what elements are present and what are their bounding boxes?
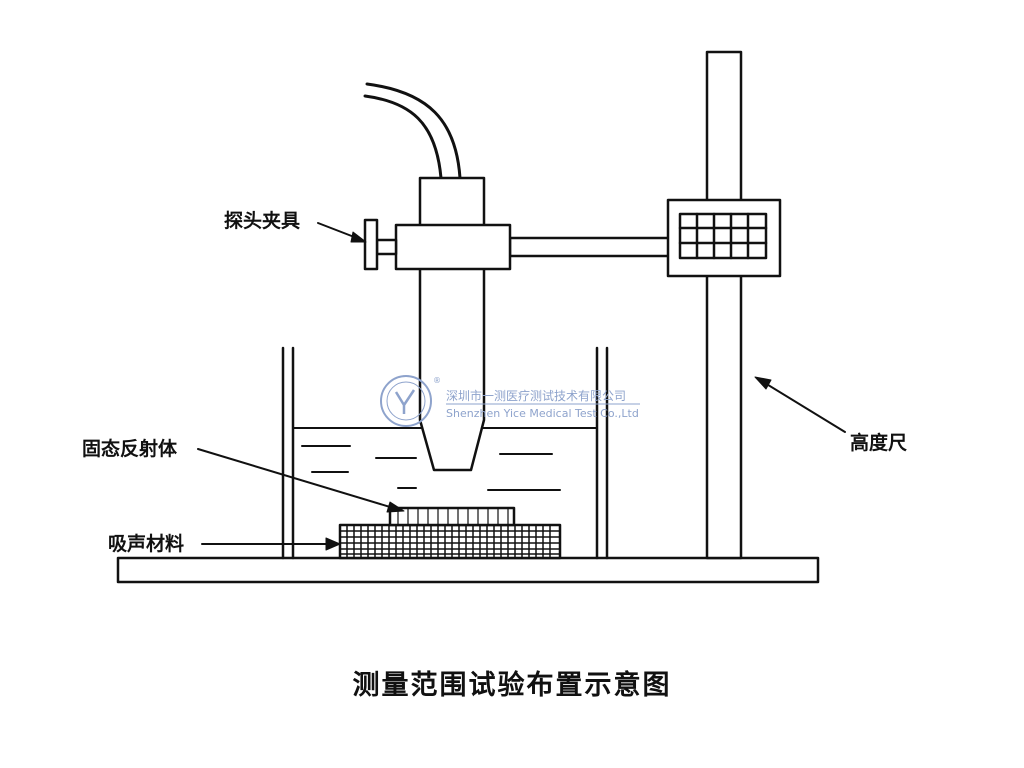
- water: [292, 427, 598, 491]
- height-gauge-slider: [666, 198, 782, 278]
- probe-cable: [363, 82, 462, 180]
- watermark-logo: [380, 375, 432, 427]
- water-tank: [281, 346, 609, 560]
- height-gauge-scale-grid: [678, 212, 768, 260]
- clamp-knob: [363, 218, 398, 271]
- diagram-caption: 测量范围试验布置示意图: [352, 670, 672, 701]
- base-plate: [116, 556, 820, 584]
- arrowhead-probe-clamp: [350, 231, 367, 243]
- label-sound-absorbing-material: 吸声材料: [108, 533, 185, 555]
- watermark-company-en: Shenzhen Yice Medical Test Co.,Ltd: [446, 407, 639, 420]
- arrowhead-solid-reflector: [386, 501, 405, 513]
- label-solid-reflector: 固态反射体: [82, 438, 178, 460]
- height-gauge-column: [705, 50, 743, 560]
- ultrasound-probe: [418, 176, 486, 472]
- probe-clamp-block: [394, 223, 512, 271]
- label-height-gauge: 高度尺: [850, 432, 908, 454]
- label-probe-clamp: 探头夹具: [224, 210, 301, 232]
- watermark-company-cn: 深圳市一测医疗测试技术有限公司: [446, 389, 627, 403]
- arrowhead-height-gauge: [754, 376, 772, 390]
- horizontal-arm: [508, 236, 672, 258]
- leader-solid-reflector: [197, 448, 401, 511]
- solid-reflector-block: [388, 506, 516, 527]
- arrowhead-sound-absorbing: [325, 537, 341, 551]
- sound-absorbing-block: [338, 523, 562, 560]
- leader-height-gauge: [759, 379, 846, 433]
- watermark-registered-mark: ®: [433, 376, 441, 385]
